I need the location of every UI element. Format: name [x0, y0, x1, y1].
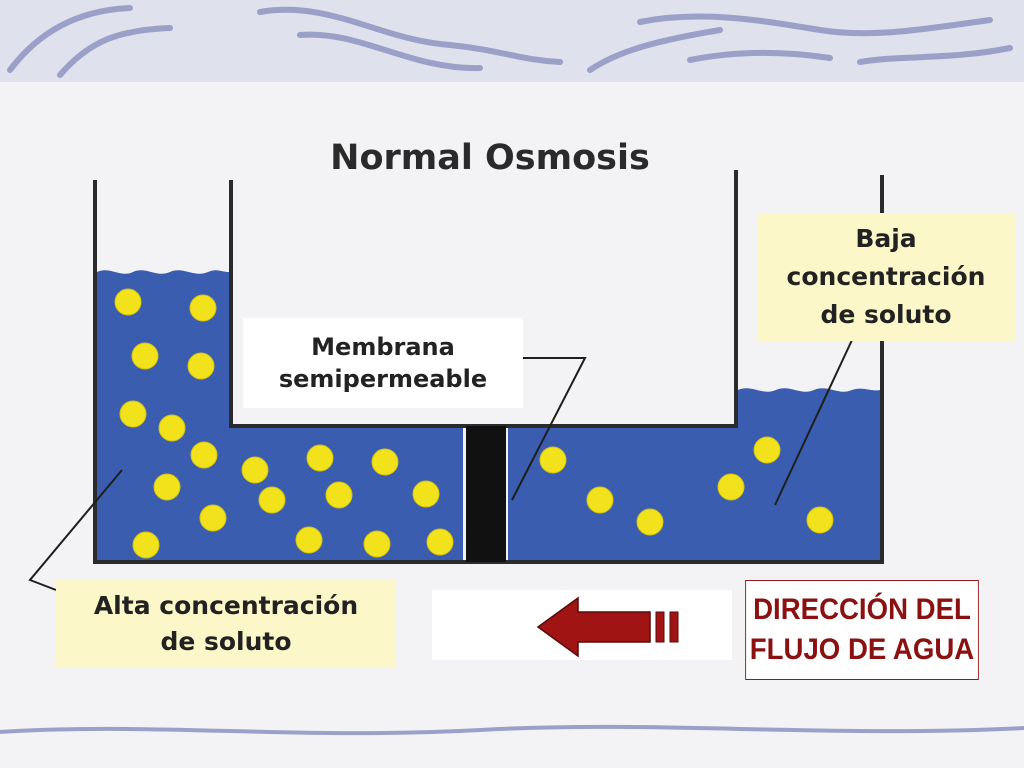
- right-water: [508, 388, 880, 560]
- left-solute-particle: [258, 486, 286, 514]
- left-solute-particle: [131, 342, 159, 370]
- right-solute-particle: [717, 473, 745, 501]
- flow-direction-label: DIRECCIÓN DEL FLUJO DE AGUA: [745, 580, 979, 680]
- membrane-pointer-line: [511, 357, 587, 501]
- left-solute-particle: [295, 526, 323, 554]
- low-concentration-label: Baja concentración de soluto: [757, 213, 1015, 341]
- membrane-label: Membrana semipermeable: [243, 318, 523, 408]
- flow-arrow: [432, 590, 732, 660]
- right-solute-particle: [636, 508, 664, 536]
- left-solute-particle: [114, 288, 142, 316]
- right-solute-particle: [806, 506, 834, 534]
- right-solute-particle: [586, 486, 614, 514]
- flow-direction-line-1: DIRECCIÓN DEL: [753, 593, 971, 626]
- left-solute-particle: [325, 481, 353, 509]
- left-solute-particle: [426, 528, 454, 556]
- top-wave-decor: [7, 5, 1013, 78]
- diagram-title: Normal Osmosis: [330, 138, 650, 178]
- left-solute-particle: [187, 352, 215, 380]
- baja-pointer-line: [774, 339, 853, 506]
- pointer-lines: [28, 339, 853, 591]
- left-solute-particle: [189, 294, 217, 322]
- high-concentration-line-1: Alta concentración: [93, 591, 359, 620]
- flow-direction-line-2: FLUJO DE AGUA: [749, 633, 975, 666]
- left-solute-particle: [132, 531, 160, 559]
- left-solute-particle: [363, 530, 391, 558]
- low-concentration-line-2: concentración: [786, 262, 986, 291]
- right-solute-particle: [753, 436, 781, 464]
- right-solute-particle: [539, 446, 567, 474]
- left-solute-particle: [371, 448, 399, 476]
- left-solute-particle: [119, 400, 147, 428]
- high-concentration-line-2: de soluto: [160, 627, 292, 656]
- solute-particles: [114, 288, 834, 559]
- left-solute-particle: [412, 480, 440, 508]
- high-concentration-label: Alta concentración de soluto: [56, 580, 396, 668]
- left-solute-particle: [241, 456, 269, 484]
- left-solute-particle: [158, 414, 186, 442]
- bottom-wave-decor: [0, 724, 1024, 736]
- low-concentration-line-3: de soluto: [820, 300, 952, 329]
- top-decor-band: [0, 0, 1024, 82]
- membrane-barrier: [466, 426, 506, 562]
- left-solute-particle: [190, 441, 218, 469]
- left-solute-particle: [306, 444, 334, 472]
- alta-pointer-line: [28, 469, 123, 591]
- membrane-label-line-1: Membrana: [311, 333, 455, 361]
- left-water: [97, 270, 463, 560]
- low-concentration-line-1: Baja: [855, 224, 917, 253]
- membrane-label-line-2: semipermeable: [278, 365, 488, 393]
- left-solute-particle: [199, 504, 227, 532]
- left-solute-particle: [153, 473, 181, 501]
